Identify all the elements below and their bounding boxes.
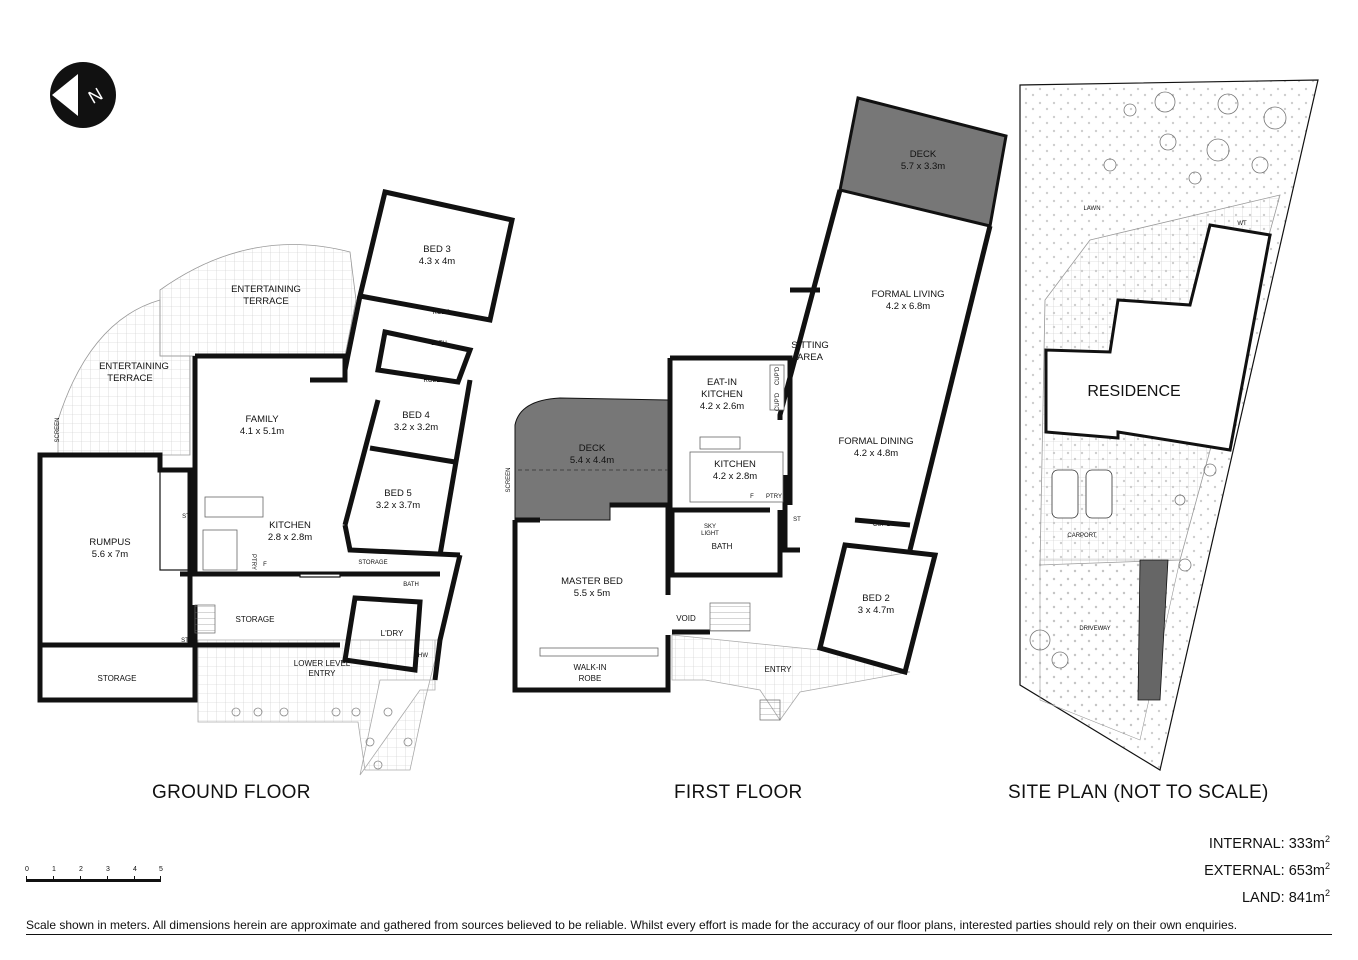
ff-master-label: MASTER BED — [561, 576, 623, 587]
ff-formal-dining-dim: 4.2 x 4.8m — [854, 448, 898, 459]
ff-bed2-label: BED 2 — [862, 593, 889, 604]
gf-terrace-1-label: ENTERTAINING — [231, 284, 301, 295]
scale-tick-label: 3 — [106, 866, 110, 873]
gf-kitchen-dim: 2.8 x 2.8m — [268, 532, 312, 543]
gf-storage2-label: STORAGE — [236, 615, 275, 624]
ff-screen-label: SCREEN — [506, 467, 512, 492]
site-carport-label: CARPORT — [1067, 533, 1097, 539]
ff-deck1-dim: 5.7 x 3.3m — [901, 161, 945, 172]
ff-master-dim: 5.5 x 5m — [574, 588, 611, 599]
gf-bed4-label: BED 4 — [402, 410, 429, 421]
gf-rumpus-label: RUMPUS — [89, 537, 130, 548]
ff-void-label: VOID — [676, 614, 696, 623]
ff-deck1-label: DECK — [910, 149, 937, 160]
ff-formal-dining-label: FORMAL DINING — [838, 436, 913, 447]
gf-family-label: FAMILY — [245, 414, 279, 425]
gf-terrace-2b-label: TERRACE — [107, 373, 152, 384]
first-floor-title: FIRST FLOOR — [674, 782, 803, 803]
ff-eatin-b-label: KITCHEN — [701, 389, 743, 400]
gf-bed5-dim: 3.2 x 3.7m — [376, 500, 420, 511]
gf-ptry-label: PTRY — [250, 554, 256, 570]
scale-tick-label: 0 — [25, 866, 29, 873]
scale-tick-label: 4 — [133, 866, 137, 873]
first-floor-plan — [512, 96, 1008, 721]
gf-lower-entry-label: LOWER LEVEL — [294, 659, 351, 668]
gf-screen-label: SCREEN — [55, 417, 61, 442]
gf-rumpus-dim: 5.6 x 7m — [92, 549, 129, 560]
ff-sitting-b-label: AREA — [797, 352, 824, 363]
gf-robe2-label: ROBE — [423, 378, 440, 384]
gf-bath2-label: BATH — [403, 582, 419, 588]
ground-floor-plan — [37, 189, 515, 776]
external-area-value: 653m — [1288, 862, 1325, 879]
ff-f-label: F — [750, 494, 754, 500]
ff-cupd2-label: CUP'D — [775, 392, 781, 411]
site-driveway-label: DRIVEWAY — [1079, 626, 1110, 632]
ff-sky-b-label: LIGHT — [701, 531, 719, 537]
ff-cupd3-label: CUP'D — [873, 522, 892, 528]
ff-cupd1-label: CUP'D — [775, 366, 781, 385]
ff-bed2-dim: 3 x 4.7m — [858, 605, 895, 616]
site-plan — [1019, 79, 1319, 771]
site-residence-label: RESIDENCE — [1087, 383, 1180, 400]
ff-eatin-label: EAT-IN — [707, 377, 737, 388]
ff-ptry-label: PTRY — [766, 494, 782, 500]
gf-robe1-label: ROBE — [432, 310, 449, 316]
ff-deck2-label: DECK — [579, 443, 606, 454]
ff-formal-living-label: FORMAL LIVING — [871, 289, 944, 300]
area-summary: INTERNAL: 333m2 EXTERNAL: 653m2 LAND: 84… — [1204, 828, 1330, 908]
gf-kitchen-label: KITCHEN — [269, 520, 311, 531]
gf-storage3-label: STORAGE — [98, 674, 137, 683]
ff-entry-label: ENTRY — [765, 665, 793, 674]
ff-walkin-label: WALK-IN — [573, 663, 606, 672]
ff-eatin-dim: 4.2 x 2.6m — [700, 401, 744, 412]
gf-ldry-label: L'DRY — [381, 629, 404, 638]
gf-bath1-label: BATH — [431, 341, 447, 347]
gf-hw-label: HW — [418, 653, 428, 659]
gf-bed5-label: BED 5 — [384, 488, 411, 499]
ground-floor-title: GROUND FLOOR — [152, 782, 311, 803]
ff-walkin-b-label: ROBE — [579, 674, 602, 683]
land-area-value: 841m — [1288, 889, 1325, 906]
gf-storage1-label: STORAGE — [358, 560, 387, 566]
ff-st-label: ST — [793, 517, 801, 523]
gf-lower-entry-b-label: ENTRY — [309, 669, 337, 678]
footer-rule — [26, 934, 1332, 935]
scale-bar-line — [26, 879, 161, 882]
disclaimer-text: Scale shown in meters. All dimensions he… — [26, 918, 1238, 932]
internal-area-row: INTERNAL: 333m2 — [1208, 834, 1330, 852]
scale-tick-label: 2 — [79, 866, 83, 873]
gf-family-dim: 4.1 x 5.1m — [240, 426, 284, 437]
ff-formal-living-dim: 4.2 x 6.8m — [886, 301, 930, 312]
gf-st2-label: ST — [181, 638, 189, 644]
ff-kitchen-dim: 4.2 x 2.8m — [713, 471, 757, 482]
land-area-row: LAND: 841m2 — [1241, 887, 1330, 906]
ff-sitting-label: SITTING — [791, 340, 828, 351]
scale-tick-label: 1 — [52, 866, 56, 873]
scale-bar: 0 1 2 3 4 5 — [25, 866, 166, 888]
ff-kitchen-label: KITCHEN — [714, 459, 756, 470]
north-compass-icon: N — [48, 60, 118, 135]
gf-terrace-1b-label: TERRACE — [243, 296, 288, 307]
gf-bed3-label: BED 3 — [423, 244, 450, 255]
gf-bed3-dim: 4.3 x 4m — [419, 256, 456, 267]
site-lawn-label: LAWN — [1083, 206, 1100, 212]
gf-st1-label: ST — [182, 514, 190, 520]
gf-f-label: F — [263, 562, 267, 568]
ff-bath-label: BATH — [712, 542, 733, 551]
site-wt-label: WT — [1237, 221, 1247, 227]
gf-bed4-dim: 3.2 x 3.2m — [394, 422, 438, 433]
site-plan-title: SITE PLAN (NOT TO SCALE) — [1008, 782, 1269, 803]
scale-tick-label: 5 — [159, 866, 163, 873]
ff-sky-label: SKY — [704, 524, 716, 530]
external-area-row: EXTERNAL: 653m2 — [1204, 860, 1330, 879]
internal-area-value: 333m — [1288, 835, 1325, 852]
gf-terrace-2-label: ENTERTAINING — [99, 361, 169, 372]
ff-deck2-dim: 5.4 x 4.4m — [570, 455, 614, 466]
